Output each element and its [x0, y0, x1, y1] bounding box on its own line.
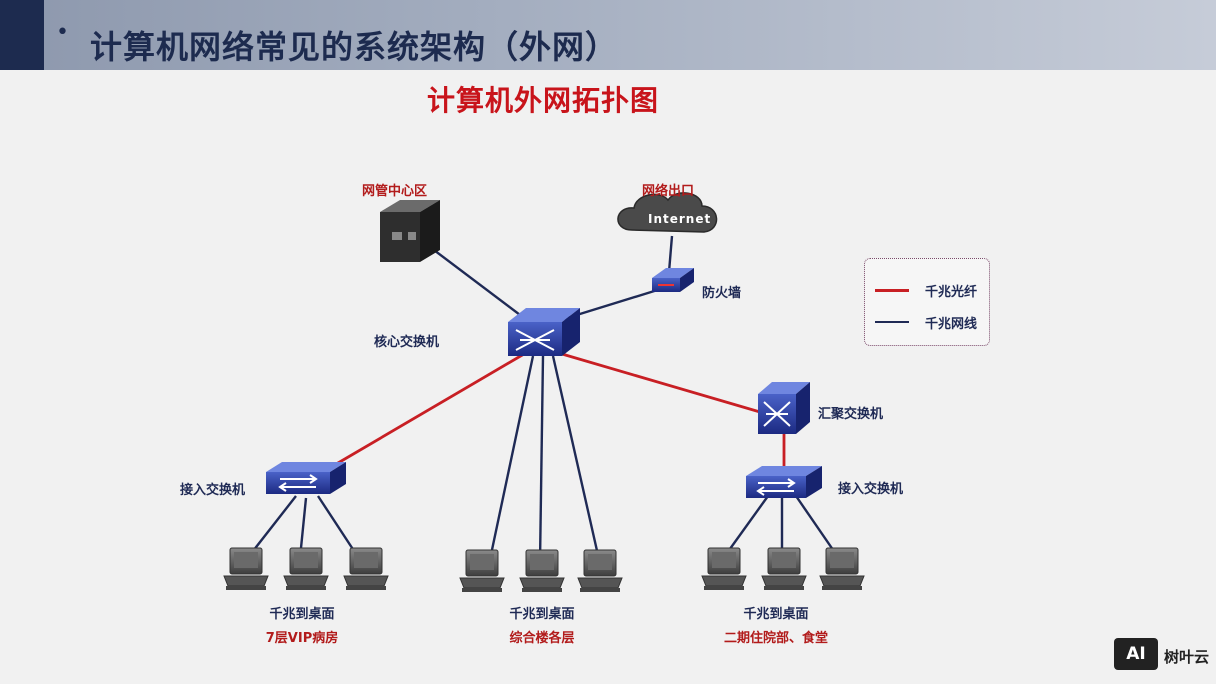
slide-title: 计算机网络常见的系统架构（外网）	[90, 28, 619, 66]
legend-cable-swatch	[875, 321, 909, 323]
aggregation-switch-label: 汇聚交换机	[818, 407, 884, 422]
pc-icon	[223, 547, 269, 591]
ai-badge-icon: AI	[1114, 638, 1158, 670]
access-switch-left-icon	[266, 462, 346, 494]
core-switch-label: 核心交换机	[374, 335, 440, 350]
internet-exit-label: 网络出口	[642, 184, 695, 199]
link-core-aggregation	[561, 352, 761, 414]
slide-header: • 计算机网络常见的系统架构（外网）	[0, 0, 1216, 70]
pc-icon	[343, 547, 389, 591]
pc-icon	[701, 547, 747, 591]
group-2-line1: 千兆到桌面	[509, 607, 575, 622]
access-switch-left-label: 接入交换机	[180, 483, 246, 498]
legend-fiber-label: 千兆光纤	[925, 285, 978, 300]
core-switch-icon	[508, 308, 580, 356]
legend: 千兆光纤 千兆网线	[864, 258, 990, 346]
group-1-line1: 千兆到桌面	[269, 607, 335, 622]
pc-icon	[519, 549, 565, 593]
watermark-text: 树叶云	[1164, 648, 1210, 666]
internet-label: Internet	[648, 212, 712, 226]
internet-cloud-icon	[617, 192, 718, 233]
legend-fiber-swatch	[875, 289, 909, 292]
management-server-icon	[380, 200, 440, 262]
diagram-title: 计算机外网拓扑图	[426, 84, 659, 117]
pc-icon	[283, 547, 329, 591]
pc-icon	[819, 547, 865, 591]
group-3-line1: 千兆到桌面	[743, 607, 809, 622]
link-core-pc-6	[551, 355, 602, 565]
firewall-label: 防火墙	[702, 286, 742, 301]
link-core-pc-5	[538, 355, 545, 563]
access-switch-right-icon	[746, 466, 822, 498]
link-core-access-left	[325, 352, 525, 472]
fiber-links	[325, 352, 786, 472]
cable-links	[245, 235, 841, 565]
pc-icon	[459, 549, 505, 593]
legend-cable-label: 千兆网线	[925, 317, 978, 332]
management-label: 网管中心区	[362, 184, 428, 199]
bullet-icon: •	[56, 20, 69, 45]
group-2-line2: 综合楼各层	[509, 631, 575, 646]
aggregation-switch-icon	[758, 382, 810, 434]
group-1-line2: 7层VIP病房	[265, 631, 339, 646]
access-switch-right-label: 接入交换机	[838, 482, 904, 497]
firewall-icon	[652, 268, 694, 292]
header-accent-bar	[0, 0, 44, 70]
link-core-pc-4	[487, 355, 535, 565]
group-3-line2: 二期住院部、食堂	[723, 631, 829, 646]
pc-icon	[761, 547, 807, 591]
pc-icon	[577, 549, 623, 593]
